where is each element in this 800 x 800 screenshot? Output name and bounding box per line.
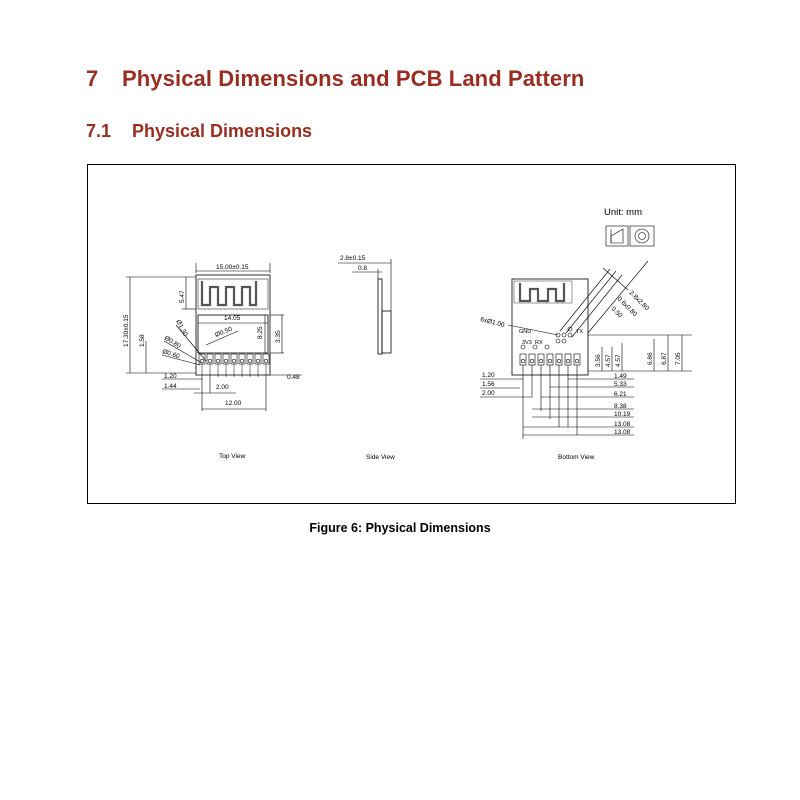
dim-vert-1: 3.56: [595, 354, 602, 367]
dim-edge: 0.48: [287, 374, 300, 381]
section-number: 7: [86, 66, 99, 91]
figure-caption: Figure 6: Physical Dimensions: [309, 521, 491, 535]
subsection-title: Physical Dimensions: [132, 121, 313, 141]
unit-label: Unit: mm: [604, 207, 642, 218]
subsection-number: 7.1: [86, 121, 112, 141]
bottom-view: GND 3V3 RX TX 6xØ1.00 2.8x2.80 0.6x0.80 …: [480, 260, 692, 461]
pin-label-gnd: GND: [519, 329, 531, 335]
dim-vert-5: 6.87: [661, 352, 668, 365]
subsection-heading: 7.1 Physical Dimensions: [86, 121, 312, 142]
dim-pad-span: 12.00: [225, 400, 242, 407]
dim-shield-width: 14.05: [224, 315, 241, 322]
side-view: 2.8±0.15 0.8 Side View: [338, 255, 395, 461]
dim-shield-height: 8.25: [257, 326, 264, 339]
dim-diag-3: 0.50: [610, 305, 624, 319]
dim-right-6: 13.08: [614, 421, 631, 428]
dim-left-1: 1.20: [482, 372, 495, 379]
dim-vert-2: 4.57: [605, 354, 612, 367]
dim-offset-2: 1.44: [164, 383, 177, 390]
dim-antenna-height: 5.47: [179, 290, 186, 303]
side-view-caption: Side View: [366, 454, 395, 461]
dim-width: 15.00±0.15: [216, 264, 249, 271]
pin-label-rx: RX: [535, 340, 543, 346]
projection-symbol-icon: [605, 225, 655, 247]
dim-offset-1: 1.20: [164, 373, 177, 380]
dim-right-7: 13.08: [614, 429, 631, 436]
pin-label-3v3: 3V3: [522, 340, 532, 346]
dim-right-2: 5.33: [614, 381, 627, 388]
figure-frame: Unit: mm: [87, 164, 736, 504]
dim-left-2: 1.56: [482, 381, 495, 388]
dim-hole-count: 6xØ1.00: [480, 316, 506, 329]
section-title: Physical Dimensions and PCB Land Pattern: [122, 66, 585, 91]
dim-left-height: 1.58: [139, 334, 146, 347]
dimension-drawing: Unit: mm: [123, 207, 692, 461]
pin-label-tx: TX: [576, 329, 583, 335]
dim-vert-3: 4.57: [615, 354, 622, 367]
dim-pitch: 2.00: [216, 384, 229, 391]
dim-board: 0.8: [358, 265, 367, 272]
dim-right-3: 6.21: [614, 391, 627, 398]
dim-vert-6: 7.05: [675, 352, 682, 365]
top-view: 15.00±0.15 17.30±0.15 5.47 14.05 8.25 3.…: [123, 263, 302, 460]
dim-vert-4: 6.86: [647, 352, 654, 365]
top-view-caption: Top View: [219, 453, 246, 460]
dim-hole-center: Ø0.50: [214, 326, 233, 339]
dim-right-4: 8.38: [614, 403, 627, 410]
dim-right-5: 10.19: [614, 411, 631, 418]
dim-inner-height: 3.35: [275, 330, 282, 343]
dim-height: 17.30±0.15: [123, 314, 130, 347]
dim-left-3: 2.00: [482, 390, 495, 397]
dim-thickness: 2.8±0.15: [340, 255, 366, 262]
dim-right-1: 1.49: [614, 373, 627, 380]
bottom-view-caption: Bottom View: [558, 454, 595, 461]
dim-hole-small: Ø0.60: [161, 348, 180, 360]
dim-hole-large: Ø1.30: [174, 319, 189, 338]
section-heading: 7 Physical Dimensions and PCB Land Patter…: [86, 66, 584, 92]
